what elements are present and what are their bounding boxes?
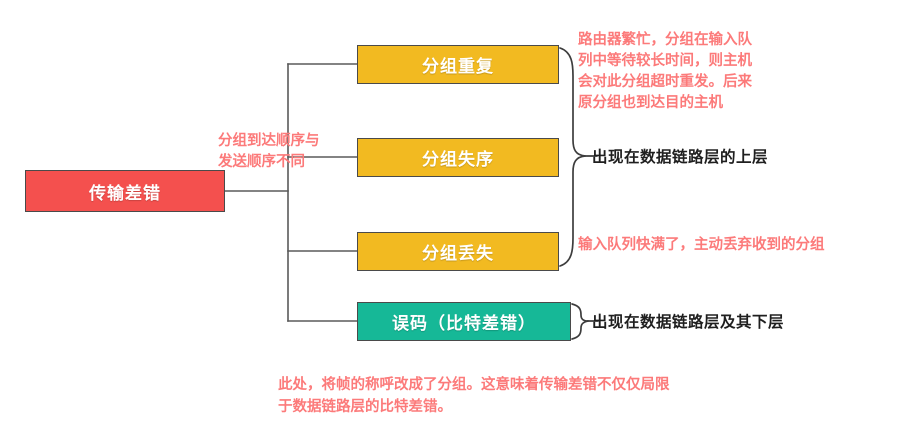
node-packet-out-of-order[interactable]: 分组失序 bbox=[357, 138, 559, 177]
node-packet-loss[interactable]: 分组丢失 bbox=[357, 232, 559, 271]
node-packet-duplicate[interactable]: 分组重复 bbox=[357, 45, 559, 84]
node-root[interactable]: 传输差错 bbox=[25, 170, 225, 212]
node-root-label: 传输差错 bbox=[89, 183, 161, 203]
label-upper-layer: 出现在数据链路层的上层 bbox=[592, 149, 769, 166]
node-bit-error[interactable]: 误码（比特差错） bbox=[357, 302, 571, 341]
node-packet-duplicate-label: 分组重复 bbox=[422, 57, 494, 76]
annotation-loss: 输入队列快满了，主动丢弃收到的分组 bbox=[578, 237, 825, 253]
label-lower-layer: 出现在数据链路层及其下层 bbox=[592, 314, 785, 331]
annotation-out-of-order: 分组到达顺序与 发送顺序不同 bbox=[218, 133, 320, 170]
node-bit-error-label: 误码（比特差错） bbox=[392, 314, 536, 333]
node-packet-loss-label: 分组丢失 bbox=[422, 244, 494, 263]
brace-lower-bottom bbox=[571, 320, 589, 340]
annotation-duplicate: 路由器繁忙，分组在输入队 列中等待较长时间，则主机 会对此分组超时重发。后来 原… bbox=[578, 32, 752, 111]
node-packet-out-of-order-label: 分组失序 bbox=[422, 150, 494, 169]
annotation-footnote: 此处，将帧的称呼改成了分组。这意味着传输差错不仅仅局限 于数据链路层的比特差错。 bbox=[278, 377, 670, 415]
brace-lower-top bbox=[571, 303, 589, 322]
